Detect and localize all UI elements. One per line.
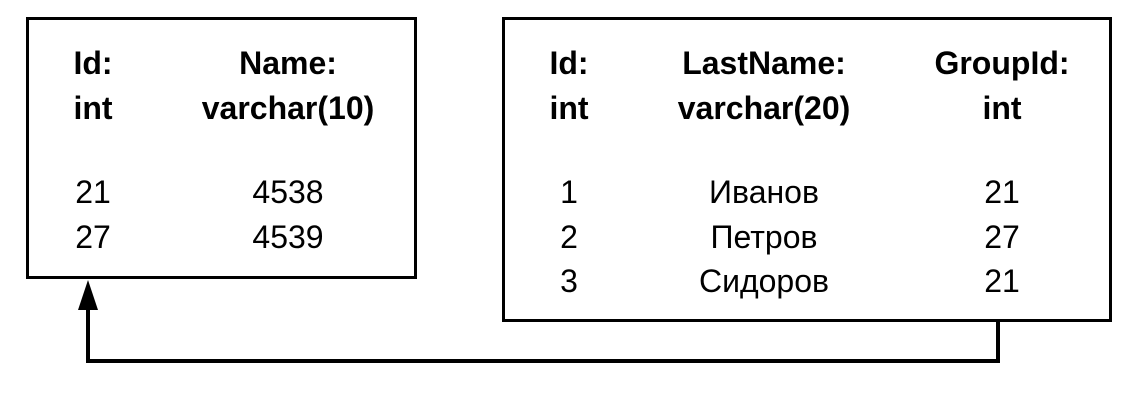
- column-name: Id:: [549, 45, 589, 81]
- table-cell: 4538: [252, 174, 324, 210]
- column-name: GroupId:: [934, 45, 1070, 81]
- table-cell: 27: [75, 219, 111, 255]
- column-type: int: [549, 90, 589, 126]
- column-name: LastName:: [682, 45, 846, 81]
- groups-table: Id: int Name: varchar(10) 21 4538 27 453…: [26, 17, 417, 279]
- column-header-name: Name: varchar(10): [202, 41, 375, 131]
- column-type: varchar(10): [201, 90, 375, 126]
- table-cell: Сидоров: [698, 263, 830, 299]
- students-table: Id: int LastName: varchar(20) GroupId: i…: [502, 17, 1112, 322]
- table-cell: 21: [984, 263, 1020, 299]
- column-header-lastname: LastName: varchar(20): [678, 41, 851, 131]
- arrow-head-icon: [78, 280, 98, 310]
- column-header-id: Id: int: [549, 41, 588, 131]
- table-cell: 3: [560, 263, 578, 299]
- table-cell: 21: [75, 174, 111, 210]
- column-type: int: [982, 90, 1022, 126]
- table-cell: Петров: [710, 219, 818, 255]
- table-cell: 4539: [252, 219, 324, 255]
- table-cell: 2: [560, 219, 578, 255]
- table-cell: 21: [984, 174, 1020, 210]
- table-cell: Иванов: [709, 174, 819, 210]
- column-header-groupid: GroupId: int: [934, 41, 1069, 131]
- table-cell: 1: [560, 174, 578, 210]
- column-name: Name:: [239, 45, 337, 81]
- column-type: int: [73, 90, 113, 126]
- column-header-id: Id: int: [73, 41, 112, 131]
- column-name: Id:: [73, 45, 113, 81]
- column-type: varchar(20): [677, 90, 851, 126]
- table-cell: 27: [984, 219, 1020, 255]
